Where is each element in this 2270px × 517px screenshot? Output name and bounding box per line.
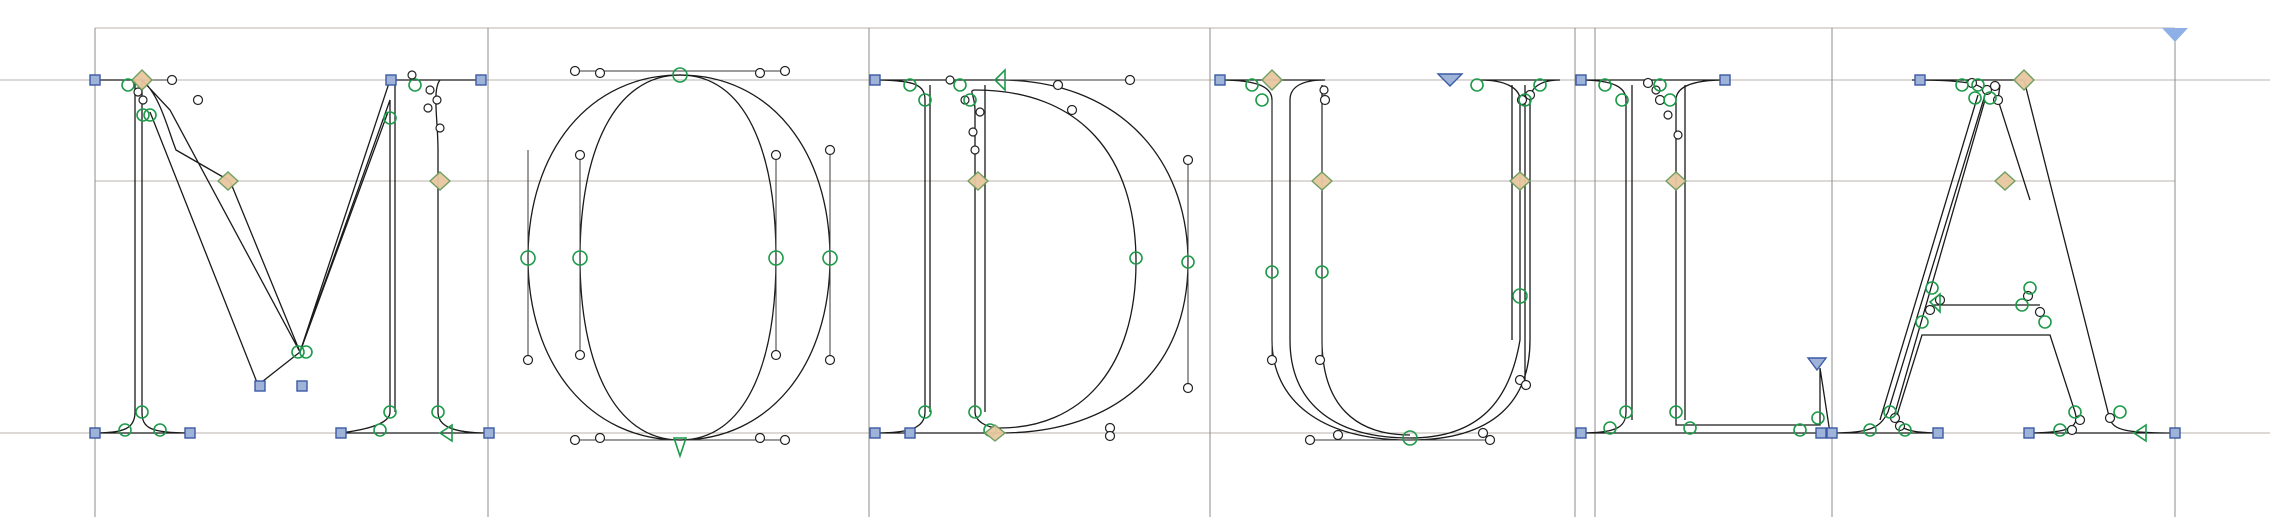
glyph-A-outer-contour xyxy=(1831,79,2176,434)
glyph-D-outer-contour xyxy=(874,79,1189,434)
glyph-M-inner-stroke xyxy=(149,85,396,412)
glyph-L[interactable] xyxy=(1575,74,1831,439)
glyph-U-contour xyxy=(1219,79,1561,441)
glyph-D-inner-contour xyxy=(971,89,1137,429)
glyph-L-inner-stroke xyxy=(1631,85,1686,420)
glyph-D[interactable] xyxy=(869,68,1195,442)
glyph-A[interactable] xyxy=(1826,69,2181,443)
glyph-O[interactable] xyxy=(520,65,838,459)
glyph-M-points xyxy=(89,69,495,443)
corner-marker-icon xyxy=(2162,28,2188,42)
glyph-O-inner-contour xyxy=(579,74,777,441)
glyph-A-points xyxy=(1826,69,2181,443)
glyph-frames xyxy=(94,28,2176,517)
glyph-U-inner-stroke xyxy=(1321,85,1526,436)
glyph-O-points xyxy=(520,65,838,459)
glyph-A-inner-stroke xyxy=(1879,84,2040,421)
glyph-M[interactable] xyxy=(89,69,495,443)
glyph-L-points xyxy=(1575,74,1828,439)
glyph-L-contour xyxy=(1579,79,1831,434)
glyph-D-points xyxy=(869,68,1195,442)
glyph-U[interactable] xyxy=(1214,69,1561,446)
glyph-D-stem-stroke xyxy=(929,85,986,412)
glyph-M-outline xyxy=(94,78,489,434)
glyph-U-points xyxy=(1214,69,1547,446)
